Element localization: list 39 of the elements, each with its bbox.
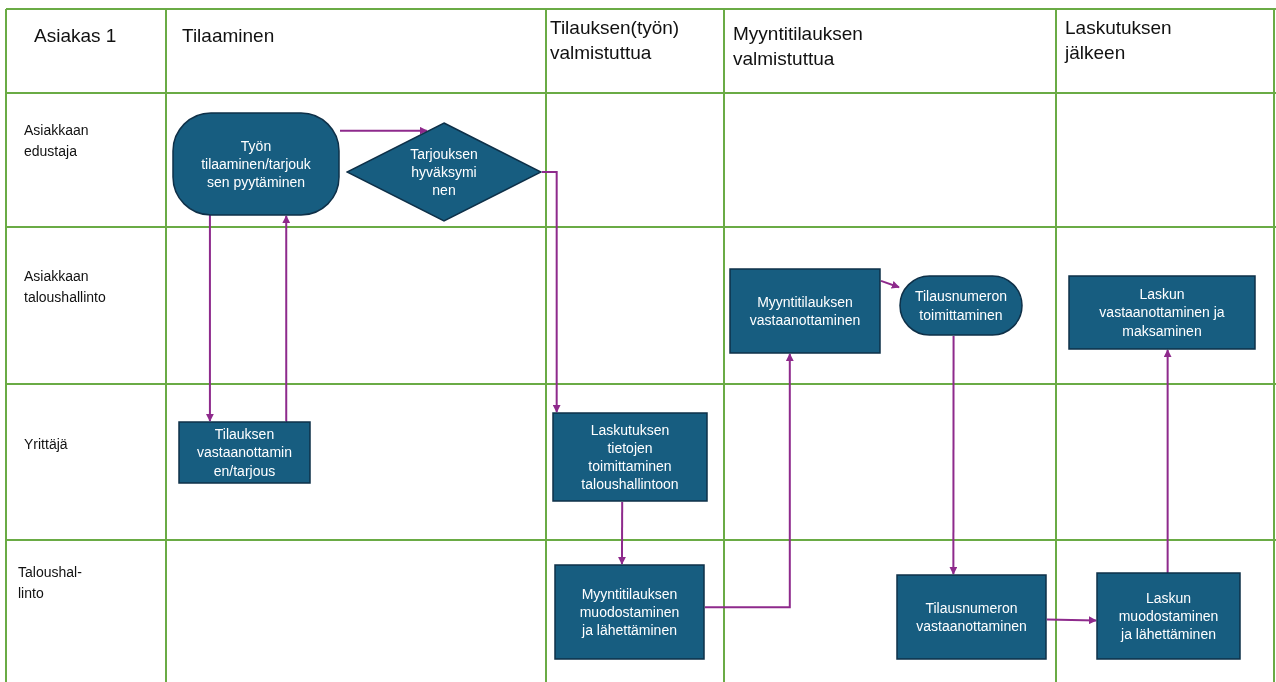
process-box (1068, 275, 1256, 350)
arrow (704, 353, 794, 609)
column-header: Tilaaminen (182, 24, 276, 48)
arrow (618, 501, 626, 565)
process-box (729, 268, 881, 354)
arrow (880, 279, 900, 289)
lane-label: Taloushal- linto (18, 563, 83, 603)
step-text: Tilausnumeron vastaanottaminen (915, 598, 1028, 636)
step-text: Laskun muodostaminen ja lähettäminen (1117, 588, 1220, 644)
arrow (949, 335, 958, 575)
arrow (541, 171, 561, 413)
step-text: Tilausnumeron toimittaminen (913, 287, 1009, 324)
arrow (205, 215, 214, 422)
step-text: Työn tilaaminen/tarjouk sen pyytäminen (200, 136, 312, 192)
process-box (554, 564, 705, 660)
lane-label: Yrittäjä (24, 435, 69, 454)
decision-diamond (346, 122, 542, 222)
column-header: Laskutuksen jälkeen (1065, 16, 1173, 65)
arrow (282, 215, 291, 422)
step-text: Myyntitilauksen muodostaminen ja lähettäminen (578, 584, 681, 640)
column-header: Myyntitilauksen valmistuttua (733, 22, 864, 71)
column-header: Asiakas 1 (34, 24, 118, 48)
step-text: Tilauksen vastaanottamin en/tarjous (196, 425, 293, 480)
arrow (339, 126, 428, 135)
process-box (896, 574, 1047, 660)
arrow (1046, 616, 1097, 625)
step-text: Myyntitilauksen vastaanottaminen (748, 292, 862, 330)
process-box (178, 421, 311, 484)
lane-label: Asiakkaan taloushallinto (24, 267, 107, 307)
terminal-shape (899, 275, 1023, 336)
arrow (1163, 349, 1172, 573)
process-box (1096, 572, 1241, 660)
column-header: Tilauksen(työn) valmistuttua (550, 16, 681, 65)
step-text: Laskutuksen tietojen toimittaminen taloushallintoon (580, 420, 680, 494)
step-text: Tarjouksen hyväksymi nen (409, 144, 479, 200)
lane-label: Asiakkaan edustaja (24, 121, 90, 161)
terminal-shape (172, 112, 340, 216)
step-text: Laskun vastaanottaminen ja maksaminen (1098, 285, 1226, 340)
process-box (552, 412, 708, 502)
